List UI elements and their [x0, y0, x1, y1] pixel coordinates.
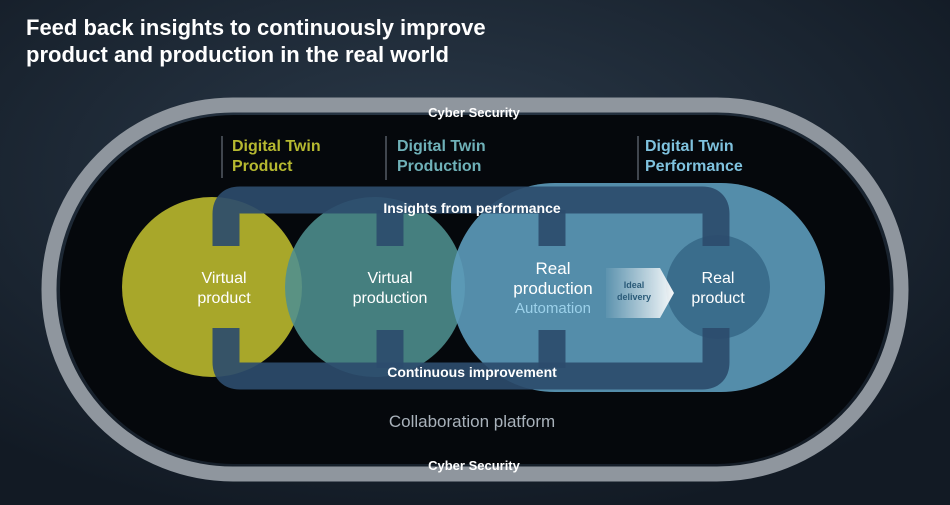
virtual-production-label: production: [353, 290, 428, 307]
real-production-label: production: [513, 279, 592, 298]
ideal-delivery-label: Ideal: [624, 280, 645, 290]
collaboration-platform-label: Collaboration platform: [389, 412, 555, 431]
title-line-1: Feed back insights to continuously impro…: [26, 15, 486, 40]
loop-connectors: [376, 210, 566, 368]
page-title: Feed back insights to continuously impro…: [26, 14, 646, 68]
digital-twin-production-label: Production: [397, 158, 481, 175]
real-production-label: Real: [536, 259, 571, 278]
automation-label: Automation: [515, 300, 591, 317]
virtual-product-label: product: [197, 290, 251, 307]
virtual-production-label: Virtual: [367, 270, 412, 287]
digital-twin-product-label: Digital Twin: [232, 138, 321, 155]
title-line-2: product and production in the real world: [26, 42, 449, 67]
cyber-security-ring: [41, 97, 909, 482]
cyber-security-bottom-label: Cyber Security: [428, 458, 521, 473]
digital-twin-performance-label: Digital Twin: [645, 138, 734, 155]
digital-twin-product-label: Product: [232, 158, 293, 175]
ideal-delivery-label: delivery: [617, 292, 651, 302]
virtual-production-circle: [285, 197, 465, 377]
real-product-label: product: [691, 290, 745, 307]
virtual-product-label: Virtual: [201, 270, 246, 287]
digital-twin-performance-label: Performance: [645, 158, 743, 175]
cyber-security-top-label: Cyber Security: [428, 105, 521, 120]
continuous-loop-band: [212, 186, 730, 390]
real-product-label: Real: [702, 270, 735, 287]
real-product-circle: [666, 235, 770, 339]
continuous-improvement-label: Continuous improvement: [387, 364, 557, 380]
ideal-delivery-arrow: [606, 268, 674, 318]
virtual-product-circle: [122, 197, 302, 377]
digital-twin-production-label: Digital Twin: [397, 138, 486, 155]
insights-from-performance-label: Insights from performance: [383, 200, 561, 216]
